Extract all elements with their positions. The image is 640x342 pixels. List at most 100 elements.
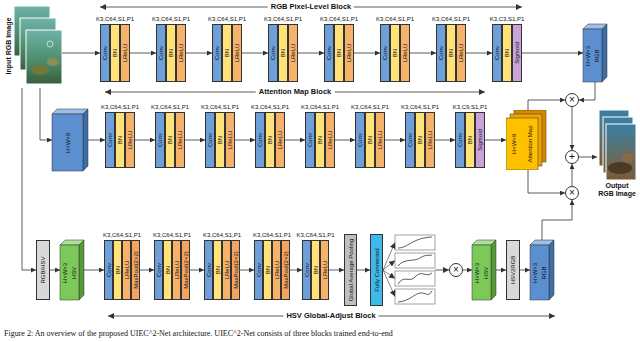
text-column: RGB xyxy=(593,29,603,82)
flow-arrow xyxy=(485,140,506,141)
layer-stripe: Conv xyxy=(268,24,278,82)
layer-name: BN xyxy=(265,266,271,274)
tensor-label: H×W×3 xyxy=(62,262,68,282)
layer-stripe: LReLU xyxy=(222,240,231,300)
operator-symbol: × xyxy=(450,264,462,276)
tensor-face: H×W×3RGB xyxy=(530,245,549,300)
text-column: HSV xyxy=(70,245,80,300)
attention-face: H×W×9Attention Map xyxy=(506,118,538,170)
layer-stripe: Conv xyxy=(156,24,166,82)
layer-stripe: BN xyxy=(365,112,375,168)
text-column: H×W×9 xyxy=(52,114,83,171)
flow-arrow xyxy=(62,53,100,54)
text-column: RGB xyxy=(540,245,550,300)
layer-stripe: Conv xyxy=(105,112,115,168)
tensor-side xyxy=(79,240,84,300)
tensor-label: HSV xyxy=(483,266,489,278)
conv-node: K3,C64,S1,P1ConvBNLReLU xyxy=(100,24,130,82)
layer-stripe: BN xyxy=(278,24,288,82)
layer-name: LReLU xyxy=(322,261,328,280)
conv-node: K3,C64,S1,P1ConvBNLReLUMaxPool(2×2) xyxy=(104,240,140,300)
input-photo xyxy=(26,30,62,84)
flow-arrow xyxy=(463,270,472,271)
layer-params: K3,C64,S1,P1 xyxy=(296,232,334,238)
layer-stripe: Conv xyxy=(455,112,465,168)
layer-name: LReLU xyxy=(346,44,352,63)
tensor-side xyxy=(549,240,554,300)
flow-arrow xyxy=(520,270,530,271)
tensor-label: H×W×3 xyxy=(474,262,480,282)
conv-node: K3,C64,S1,P1ConvBNLReLUMaxPool(2×2) xyxy=(154,240,190,300)
layer-name: BN xyxy=(215,266,221,274)
conv-node: K3,C9,S1,P1ConvBNSigmoid xyxy=(455,112,485,168)
layer-stripe: LReLU xyxy=(275,112,285,168)
conv-node: K3,C64,S1,P1ConvBNLReLU xyxy=(324,24,354,82)
conv-node: K3,C64,S1,P1ConvBNLReLU xyxy=(436,24,466,82)
layer-stripe: LReLU xyxy=(375,112,385,168)
layer-name: LReLU xyxy=(124,261,130,280)
layer-name: LReLU xyxy=(377,131,383,150)
layer-stripe: LReLU xyxy=(325,112,335,168)
photo-detail xyxy=(608,162,632,174)
block-title: HSV Global-Adjust Block xyxy=(283,311,378,320)
attention-layer xyxy=(506,118,538,170)
layer-stripe: Conv xyxy=(305,112,315,168)
conv-node: K3,C64,S1,P1ConvBNLReLUMaxPool(2×2) xyxy=(204,240,240,300)
image-label: Input RGB Image xyxy=(4,18,11,75)
flow-arrow xyxy=(579,82,595,100)
box-node: Global Average Pooling xyxy=(344,234,357,306)
flow-arrow xyxy=(242,53,268,54)
flow-arrow xyxy=(522,53,583,54)
fan-line xyxy=(383,270,395,297)
flow-arrow xyxy=(298,53,324,54)
layer-name: MaxPool(2×2) xyxy=(233,251,239,289)
layer-stripe: MaxPool(2×2) xyxy=(131,240,140,300)
flow-arrow xyxy=(385,140,405,141)
flow-arrow xyxy=(435,140,455,141)
layer-stripe: BN xyxy=(163,240,172,300)
layer-name: Conv xyxy=(457,133,463,147)
tensor-face: H×W×3HSV xyxy=(472,245,491,300)
layer-name: LReLU xyxy=(178,44,184,63)
flow-arrow xyxy=(329,270,344,271)
flow-arrow xyxy=(572,164,573,186)
curve xyxy=(398,291,432,302)
plot-frame xyxy=(395,235,435,250)
tensor-node: H×W×3RGB xyxy=(583,24,607,82)
tensor-face: H×W×9 xyxy=(52,114,83,171)
figure-caption: Figure 2: An overview of the proposed UI… xyxy=(4,329,393,339)
layer-name: BN xyxy=(115,266,121,274)
layer-stripe: LReLU xyxy=(176,24,186,82)
layer-params: K3,C64,S1,P1 xyxy=(432,16,470,22)
flow-arrow xyxy=(185,140,205,141)
layer-name: LReLU xyxy=(327,131,333,150)
layer-name: Conv xyxy=(158,46,164,60)
curve xyxy=(398,255,432,266)
layer-params: K3,C64,S1,P1 xyxy=(251,104,289,110)
circle-node: × xyxy=(449,263,463,277)
input-node: Input RGB Image xyxy=(2,4,62,88)
layer-stripe: BN xyxy=(311,240,320,300)
tensor-front xyxy=(472,245,491,300)
op-label: RGB/HSV xyxy=(40,256,46,283)
layer-stripe: BN xyxy=(334,24,344,82)
layer-params: K3,C64,S1,P1 xyxy=(264,16,302,22)
layer-name: MaxPool(2×2) xyxy=(133,251,139,289)
layer-name: Conv xyxy=(156,263,162,277)
layer-name: BN xyxy=(392,49,398,57)
layer-params: K3,C64,S1,P1 xyxy=(151,104,189,110)
layer-stripe: LReLU xyxy=(175,112,185,168)
layer-name: Conv xyxy=(407,133,413,147)
photo-detail xyxy=(47,41,53,47)
layer-stripe: BN xyxy=(315,112,325,168)
flow-arrow xyxy=(290,270,302,271)
tensor-side xyxy=(83,109,88,171)
layer-name: BN xyxy=(167,136,173,144)
photo-detail xyxy=(622,153,634,163)
block-title: RGB Pixel-Level Block xyxy=(268,2,354,11)
layer-name: MaxPool(2×2) xyxy=(283,251,289,289)
layer-name: BN xyxy=(504,49,510,57)
flow-arrow xyxy=(572,107,573,150)
layer-stripe: LReLU xyxy=(225,112,235,168)
conv-node: K3,C64,S1,P1ConvBNLReLU xyxy=(205,112,235,168)
